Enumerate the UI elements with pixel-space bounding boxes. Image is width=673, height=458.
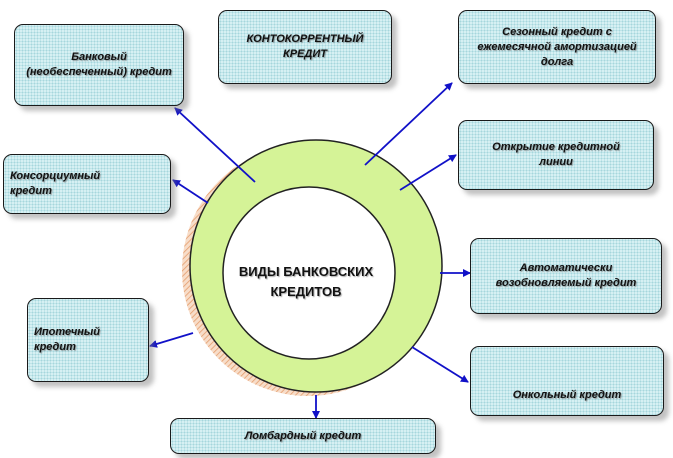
ring-inner — [222, 186, 396, 360]
node-automatic-renewable: Автоматически возобновляемый кредит — [470, 238, 662, 314]
node-bank-credit-label: Банковый (необеспеченный) кредит — [26, 51, 172, 78]
node-lombard-credit-label: Ломбардный кредит — [244, 429, 362, 442]
node-credit-line: Открытие кредитной линии — [458, 120, 654, 190]
node-call-credit: Онкольный кредит — [470, 346, 664, 416]
node-consortium-credit-label: Консорциумный кредит — [10, 170, 101, 197]
arrow-to-credit-line — [399, 154, 457, 191]
arrow-to-consortium-credit — [172, 179, 209, 204]
arrow-to-seasonal-credit — [364, 82, 453, 166]
node-automatic-renewable-label: Автоматически возобновляемый кредит — [495, 262, 637, 289]
node-lombard-credit: Ломбардный кредит — [170, 418, 436, 454]
arrow-to-bank-credit — [174, 107, 256, 183]
arrow-to-mortgage-credit — [149, 332, 194, 348]
arrow-to-call-credit — [411, 346, 469, 383]
node-current-account-credit-label: КОНТОКОРРЕНТНЫЙ КРЕДИТ — [246, 33, 364, 60]
node-mortgage-credit-label: Ипотечный кредит — [34, 326, 100, 353]
node-current-account-credit: КОНТОКОРРЕНТНЫЙ КРЕДИТ — [218, 10, 392, 84]
node-credit-line-label: Открытие кредитной линии — [492, 141, 620, 168]
node-consortium-credit: Консорциумный кредит — [3, 154, 171, 214]
node-seasonal-credit-label: Сезонный кредит с ежемесячной амортизаци… — [477, 25, 637, 68]
node-seasonal-credit: Сезонный кредит с ежемесячной амортизаци… — [458, 10, 656, 84]
center-title: ВИДЫ БАНКОВСКИХ КРЕДИТОВ — [238, 264, 374, 299]
node-mortgage-credit: Ипотечный кредит — [27, 298, 149, 382]
node-bank-credit: Банковый (необеспеченный) кредит — [14, 24, 184, 106]
node-call-credit-label: Онкольный кредит — [512, 389, 622, 401]
